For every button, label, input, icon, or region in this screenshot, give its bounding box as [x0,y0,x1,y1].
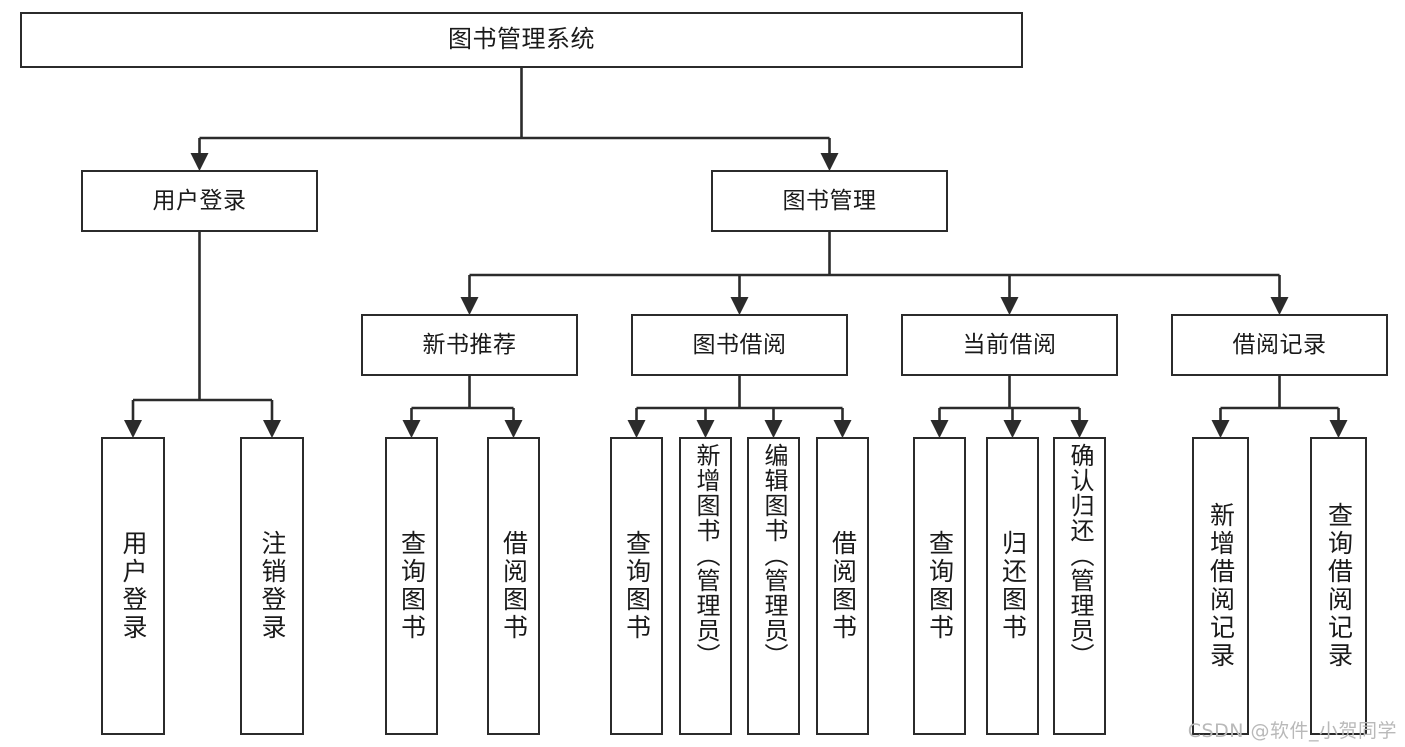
node-current-borrow[interactable]: 当前借阅 [901,314,1118,376]
node-label: 借阅记录 [1232,331,1327,358]
node-leaf-query-book-2[interactable]: 查询图书 [610,437,663,735]
node-root[interactable]: 图书管理系统 [20,12,1023,68]
node-leaf-borrow-book-2[interactable]: 借阅图书 [816,437,869,735]
node-label: 用户登录 [119,530,148,642]
node-label: 图书管理系统 [448,25,595,54]
node-leaf-query-record[interactable]: 查询借阅记录 [1310,437,1367,735]
node-label: 注销登录 [258,530,287,642]
node-label: 查询图书 [622,530,652,642]
node-label: 归还图书 [998,530,1028,642]
node-leaf-add-record[interactable]: 新增借阅记录 [1192,437,1249,735]
node-leaf-user-login[interactable]: 用户登录 [101,437,165,735]
node-label: 新书推荐 [422,331,517,358]
node-leaf-add-book[interactable]: 新增图书（管理员） [679,437,732,735]
node-label: 查询图书 [397,530,427,642]
node-user-login[interactable]: 用户登录 [81,170,318,232]
node-label: 新增借阅记录 [1206,502,1236,670]
node-label: 新增图书（管理员） [691,443,720,668]
node-label: 用户登录 [152,187,247,214]
node-borrow-record[interactable]: 借阅记录 [1171,314,1388,376]
node-leaf-edit-book[interactable]: 编辑图书（管理员） [747,437,800,735]
watermark-text: CSDN @软件_小贺同学 [1187,720,1397,742]
node-leaf-query-book-3[interactable]: 查询图书 [913,437,966,735]
node-book-manage[interactable]: 图书管理 [711,170,948,232]
node-new-book-rec[interactable]: 新书推荐 [361,314,578,376]
node-leaf-borrow-book-1[interactable]: 借阅图书 [487,437,540,735]
node-label: 图书管理 [782,187,877,214]
node-leaf-user-logout[interactable]: 注销登录 [240,437,304,735]
node-label: 确认归还（管理员） [1065,443,1094,668]
node-label: 图书借阅 [692,331,787,358]
node-label: 查询借阅记录 [1324,502,1354,670]
node-label: 查询图书 [925,530,955,642]
node-leaf-return-book[interactable]: 归还图书 [986,437,1039,735]
node-book-borrow[interactable]: 图书借阅 [631,314,848,376]
node-label: 当前借阅 [962,331,1057,358]
node-leaf-query-book-1[interactable]: 查询图书 [385,437,438,735]
node-leaf-confirm-return[interactable]: 确认归还（管理员） [1053,437,1106,735]
node-label: 借阅图书 [828,530,858,642]
node-label: 借阅图书 [499,530,529,642]
node-label: 编辑图书（管理员） [759,443,788,668]
